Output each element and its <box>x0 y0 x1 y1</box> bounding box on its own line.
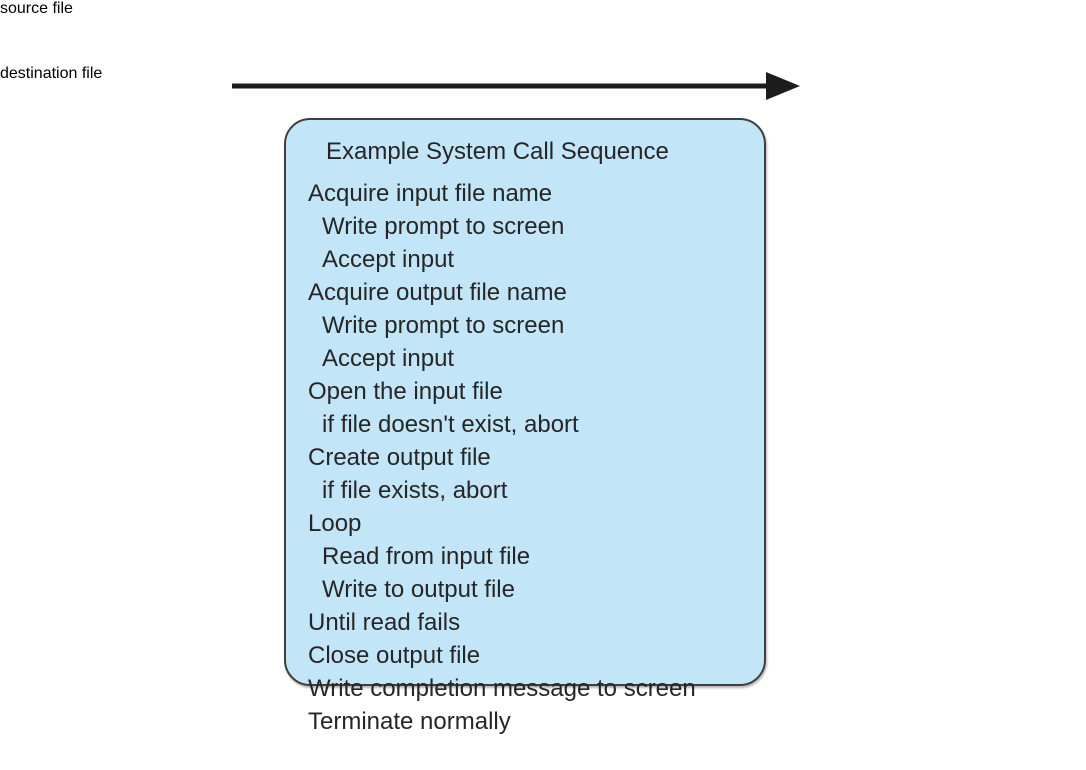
source-file-label: source file <box>0 0 73 17</box>
sequence-step: Until read fails <box>308 609 461 636</box>
sequence-step: Terminate normally <box>308 708 511 735</box>
source-to-destination-arrow <box>232 72 800 100</box>
sequence-step: Close output file <box>308 642 481 669</box>
sequence-step: Accept input <box>322 246 455 273</box>
sequence-step: Acquire output file name <box>308 279 567 306</box>
destination-file-box: destination file <box>0 65 218 130</box>
source-file-box: source file <box>0 0 181 65</box>
sequence-step: Accept input <box>322 345 455 372</box>
sequence-step: Write completion message to screen <box>308 675 696 702</box>
sequence-panel-title: Example System Call Sequence <box>326 138 669 165</box>
sequence-step: Write prompt to screen <box>322 312 565 339</box>
sequence-step: Acquire input file name <box>308 180 553 207</box>
destination-file-label: destination file <box>0 65 103 82</box>
sequence-step: Write to output file <box>322 576 515 603</box>
system-call-sequence-panel: Example System Call Sequence Acquire inp… <box>284 118 766 735</box>
sequence-step: Read from input file <box>322 543 531 570</box>
sequence-step: Open the input file <box>308 378 503 405</box>
sequence-step: if file doesn't exist, abort <box>322 411 579 438</box>
sequence-step: if file exists, abort <box>322 477 508 504</box>
sequence-step: Loop <box>308 510 362 537</box>
sequence-step: Create output file <box>308 444 491 471</box>
sequence-step: Write prompt to screen <box>322 213 565 240</box>
